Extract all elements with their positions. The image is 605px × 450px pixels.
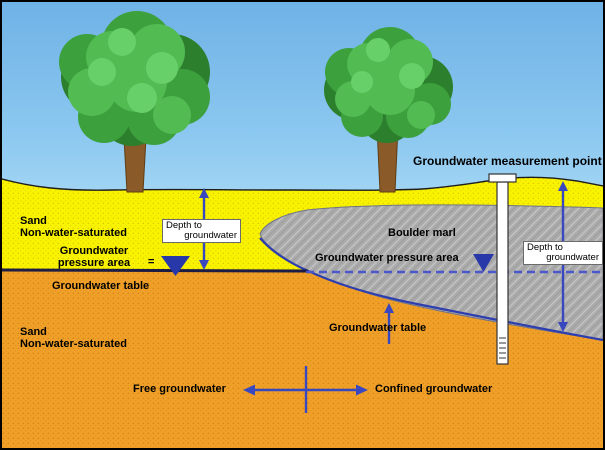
depth-to-groundwater-box-left: Depth to groundwater [162,219,241,243]
confined-groundwater-label: Confined groundwater [375,383,493,395]
tree-left-foliage [59,11,210,146]
groundwater-pressure-area-left-label: Groundwater pressure area [57,245,131,269]
measurement-well [488,173,517,365]
groundwater-table-bottom-label: Groundwater table [329,322,427,334]
flow-direction-arrows [243,366,368,413]
tree-left [59,11,210,193]
sand-saturated-label: Sand Non-water-saturated [20,326,127,350]
sand-saturated-label-line2: Non-water-saturated [20,338,127,350]
groundwater-table-line [2,268,309,273]
well-screen [499,337,506,359]
boulder-marl-label: Boulder marl [388,227,456,239]
groundwater-table-left-label: Groundwater table [52,280,150,292]
free-groundwater-label: Free groundwater [133,383,226,395]
groundwater-measurement-point-label: Groundwater measurement point [413,154,602,168]
sand-unsaturated-label-line1: Sand [20,215,47,227]
well-cap [488,173,517,183]
depth-to-groundwater-box-right: Depth to groundwater [523,241,603,265]
sand-unsaturated-label: Sand Non-water-saturated [20,215,127,239]
equals-sign: = [148,256,155,268]
groundwater-pressure-area-right-label: Groundwater pressure area [315,252,459,264]
groundwater-table-arrow [384,303,394,344]
marl-bottom-boundary-line [259,237,603,342]
water-table-symbol-right [473,254,494,272]
tree-right-foliage [324,27,453,143]
sand-unsaturated-label-line2: Non-water-saturated [20,227,127,239]
tree-right [324,27,453,193]
water-table-symbol-left [161,256,190,276]
sand-saturated-label-line1: Sand [20,326,47,338]
